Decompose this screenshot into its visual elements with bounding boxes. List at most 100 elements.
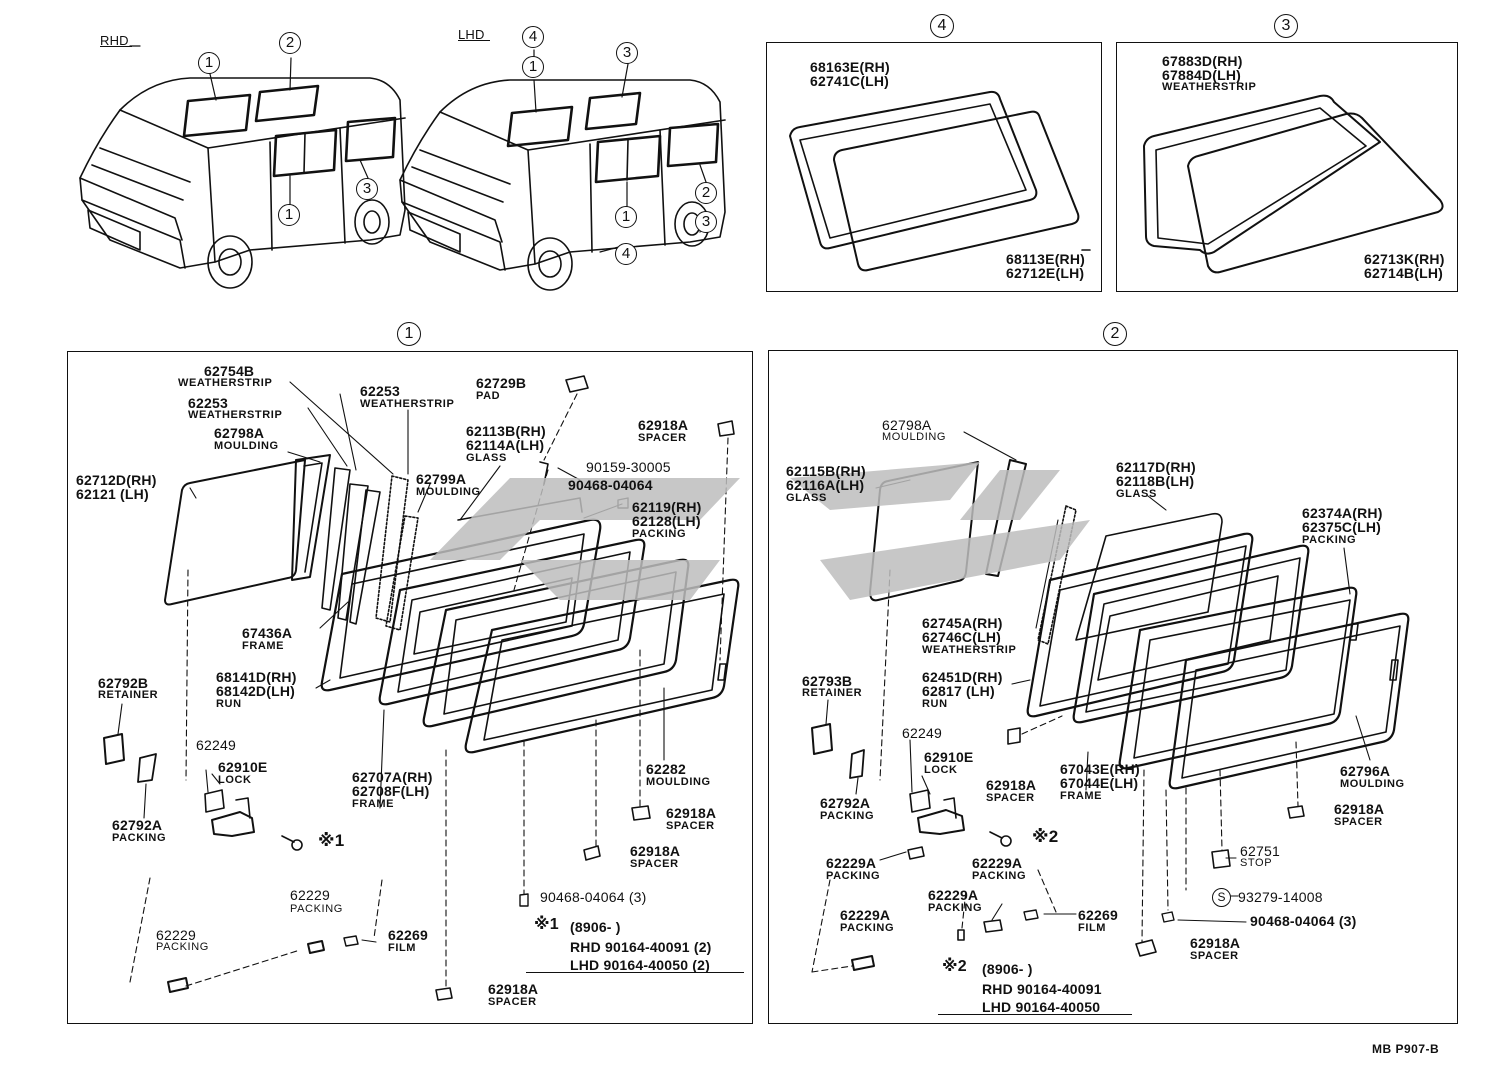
- p2-62249-code: 62249: [902, 725, 942, 741]
- panel2-dashed-leaders: [811, 569, 1299, 973]
- p2-note-lhd: LHD 90164-40050: [982, 999, 1101, 1015]
- panel4-part-b-lh: 62712E(LH): [1006, 265, 1085, 281]
- lhd-underline: [458, 40, 490, 41]
- p1-packing-name: PACKING: [632, 528, 687, 540]
- lhd-callout-1: 1: [522, 56, 544, 78]
- panel3-part-a-name: WEATHERSTRIP: [1162, 81, 1257, 93]
- p2-glass-b-lh: 62118B(LH): [1116, 473, 1195, 489]
- p2-s-mark: S: [1212, 888, 1231, 907]
- p1-glass-name: GLASS: [466, 452, 507, 464]
- p2-retainer-code: 62793B: [802, 673, 853, 689]
- lhd-callout-3: 3: [616, 42, 638, 64]
- p1-spacer-b-code: 62918A: [666, 805, 717, 821]
- p1-spacer-d-name: SPACER: [488, 996, 537, 1008]
- p1-62792a-name: PACKING: [112, 832, 167, 844]
- lhd-label: LHD: [458, 27, 485, 42]
- p1-run-rh: 68141D(RH): [216, 669, 297, 685]
- p1-62282-code: 62282: [646, 761, 686, 777]
- p2-spacer-c-code: 62918A: [1190, 935, 1241, 951]
- p1-note-rhd: RHD 90164-40091 (2): [570, 939, 712, 955]
- p2-retainer-name: RETAINER: [802, 687, 863, 699]
- p2-62229a-d-name: PACKING: [840, 922, 895, 934]
- panel4-part-a-lh: 62741C(LH): [810, 73, 890, 89]
- panel3-part-b-lh: 62714B(LH): [1364, 265, 1444, 281]
- lhd-callout-2: 2: [695, 182, 717, 204]
- p1-spacer-top-code: 62918A: [638, 417, 689, 433]
- p2-packing-name: PACKING: [1302, 534, 1357, 546]
- p2-spacer-a-code: 62918A: [986, 777, 1037, 793]
- panel3-window-drawing: [1143, 94, 1444, 274]
- p2-spacer-b-code: 62918A: [1334, 801, 1385, 817]
- p1-62799a-name: MOULDING: [416, 486, 481, 498]
- rhd-callout-1: 1: [198, 52, 220, 74]
- p2-62229a-d-code: 62229A: [840, 907, 891, 923]
- p1-62792a-code: 62792A: [112, 817, 163, 833]
- p2-glass-b-rh: 62117D(RH): [1116, 459, 1196, 475]
- p2-stop-name: STOP: [1240, 857, 1273, 869]
- p2-note-rhd: RHD 90164-40091: [982, 981, 1102, 997]
- p1-62799a-code: 62799A: [416, 471, 467, 487]
- p1-62229a-name: PACKING: [290, 903, 343, 915]
- p1-screw-code: 90159-30005: [586, 459, 671, 475]
- p1-note-underline: [526, 972, 744, 973]
- p2-62229a-b-code: 62229A: [972, 855, 1023, 871]
- p1-lock-code: 62910E: [218, 759, 268, 775]
- p2-moulding-name: MOULDING: [1340, 778, 1405, 790]
- p2-glass-a-lh: 62116A(LH): [786, 477, 865, 493]
- p2-90468-code: 90468-04064 (3): [1250, 913, 1357, 929]
- p2-note-mark-inline: ※2: [1032, 827, 1059, 846]
- p1-62229b-code: 62229: [156, 927, 196, 943]
- panel4-window-drawing: [789, 90, 1091, 272]
- footer-reference: MB P907-B: [1372, 1042, 1440, 1056]
- p1-retainer-code: 62792B: [98, 675, 149, 691]
- p1-retainer-name: RETAINER: [98, 689, 159, 701]
- rhd-callout-2: 2: [279, 32, 301, 54]
- p2-lock-code: 62910E: [924, 749, 974, 765]
- p1-62729b-code: 62729B: [476, 375, 527, 391]
- p2-moulding-code: 62796A: [1340, 763, 1391, 779]
- p1-62798a-name: MOULDING: [214, 440, 279, 452]
- p2-run-rh: 62451D(RH): [922, 669, 1003, 685]
- p1-62253a-name: WEATHERSTRIP: [188, 409, 283, 421]
- lhd-van-illustration: [399, 79, 726, 291]
- p2-run-lh: 62817 (LH): [922, 683, 995, 699]
- p1-run-lh: 68142D(LH): [216, 683, 296, 699]
- p2-62792a-code: 62792A: [820, 795, 871, 811]
- panel4-part-b-rh: 68113E(RH): [1006, 251, 1086, 267]
- p1-note-mark: ※1: [534, 916, 559, 933]
- p2-packing-lh: 62375C(LH): [1302, 519, 1382, 535]
- p1-note-date: (8906- ): [570, 919, 621, 935]
- p1-glass-rh: 62113B(RH): [466, 423, 546, 439]
- p1-lock-name: LOCK: [218, 774, 252, 786]
- panel3-part-b-rh: 62713K(RH): [1364, 251, 1445, 267]
- p2-glass-a-rh: 62115B(RH): [786, 463, 866, 479]
- panel3-part-a-rh: 67883D(RH): [1162, 53, 1243, 69]
- p1-spacer-c-name: SPACER: [630, 858, 679, 870]
- panel2-title: 2: [1103, 322, 1127, 346]
- p1-frame-rh: 62707A(RH): [352, 769, 433, 785]
- p2-glass-b-name: GLASS: [1116, 488, 1157, 500]
- p1-left-glass-rh: 62712D(RH): [76, 472, 157, 488]
- panel1-box: [67, 351, 753, 1024]
- panel4-title: 4: [930, 14, 954, 38]
- p1-62229b-name: PACKING: [156, 941, 209, 953]
- watermark-logo: [430, 462, 1090, 600]
- p2-62798a-code: 62798A: [882, 417, 932, 433]
- p1-67436a-code: 67436A: [242, 625, 293, 641]
- p2-62229a-c-code: 62229A: [928, 887, 979, 903]
- panel3-box: [1116, 42, 1458, 292]
- p1-67436a-name: FRAME: [242, 640, 285, 652]
- p1-90468-top-code: 90468-04064: [568, 477, 653, 493]
- panel3-title: 3: [1274, 14, 1298, 38]
- rhd-label: RHD: [100, 33, 129, 48]
- p1-note-lhd: LHD 90164-40050 (2): [570, 957, 710, 973]
- p1-spacer-c-code: 62918A: [630, 843, 681, 859]
- p1-film-code: 62269: [388, 927, 428, 943]
- panel1-title: 1: [397, 322, 421, 346]
- p1-62729b-name: PAD: [476, 390, 501, 402]
- p2-frame-lh: 67044E(LH): [1060, 775, 1139, 791]
- p1-left-glass-lh: 62121 (LH): [76, 486, 149, 502]
- rhd-callout-3: 3: [356, 178, 378, 200]
- p2-glass-a-name: GLASS: [786, 492, 827, 504]
